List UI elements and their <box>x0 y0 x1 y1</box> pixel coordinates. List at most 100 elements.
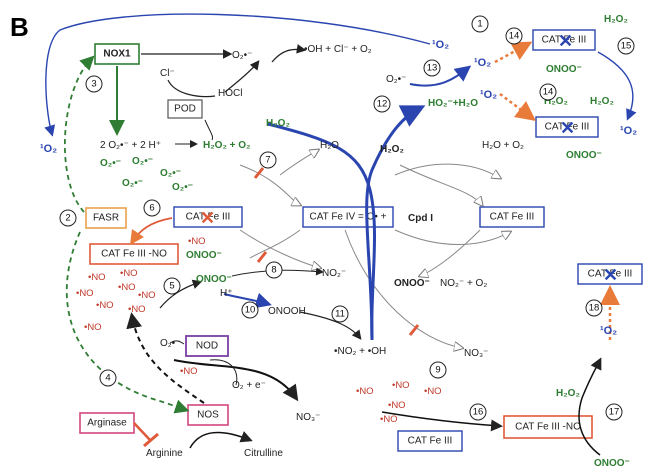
no-label-12: •NO <box>424 386 442 397</box>
no2-oh-label: •NO₂ + •OH <box>334 346 386 357</box>
cycle-arrow-6 <box>249 229 301 259</box>
nos-label: NOS <box>197 410 219 421</box>
cat-fe4-cpd-label: CAT Fe IV = O• + <box>309 212 386 223</box>
singlet-o2-left: ¹O₂ <box>40 143 57 155</box>
cycle-arrow-8 <box>394 229 510 245</box>
pod-box: POD <box>167 99 203 119</box>
orange-arrow-14-mid <box>499 93 536 121</box>
svg-text:17: 17 <box>609 407 620 418</box>
cat-fe3-no-bottom-box: CAT Fe III -NO <box>503 415 593 439</box>
cat-right-label: CAT Fe III <box>588 269 633 280</box>
h2o2-green-left: H₂O₂ <box>266 118 290 129</box>
svg-text:16: 16 <box>473 407 484 418</box>
onooh-label: ONOOH <box>268 306 306 317</box>
o2-radical-to-nod <box>169 340 185 345</box>
svg-text:18: 18 <box>589 303 600 314</box>
no-label-3: •NO <box>120 268 138 279</box>
h2o2-top-right: H₂O₂ <box>604 14 628 25</box>
cat-mid-label: CAT Fe III <box>545 122 590 133</box>
cycle-arrow-7 <box>420 229 481 276</box>
no-label-5: •NO <box>118 282 136 293</box>
svg-text:13: 13 <box>427 63 438 74</box>
nos-to-no-dashed-arrow <box>126 312 205 404</box>
cycle-arrow-5 <box>239 229 320 268</box>
orange-arrow-14-top <box>494 41 533 64</box>
nox1-label: NOX1 <box>103 49 131 60</box>
no-label-10: •NO <box>356 386 374 397</box>
arrow-17 <box>578 357 602 456</box>
step-13: 13 <box>423 59 441 77</box>
svg-text:14: 14 <box>543 87 554 98</box>
cat-a-inhibited-icon: ✕ <box>200 208 215 228</box>
no-label-1: •NO <box>188 236 206 247</box>
step-15: 15 <box>617 37 635 55</box>
superoxide-green-1: O₂•⁻ <box>100 158 121 169</box>
chloride-label: Cl⁻ <box>160 68 175 79</box>
o2-e-arrow <box>209 359 238 386</box>
cat-fe4-cpd-box: CAT Fe IV = O• + <box>302 206 394 228</box>
no-label-9: •NO <box>84 322 102 333</box>
inhibition-mark-7 <box>253 167 265 179</box>
ho2-h2o-label: HO₂⁻+H₂O <box>428 98 478 109</box>
svg-text:7: 7 <box>265 155 270 166</box>
no-label-nod: •NO <box>180 366 198 377</box>
inhibition-mark-8 <box>256 251 268 263</box>
no-label-13: •NO <box>388 400 406 411</box>
panel-label: B <box>10 12 29 42</box>
svg-text:9: 9 <box>435 365 440 376</box>
step-9: 9 <box>429 361 447 379</box>
h2o-label-1: H₂O <box>320 140 339 151</box>
onoo-label-1: ONOO⁻ <box>186 250 222 261</box>
step-8: 8 <box>265 261 283 279</box>
fasr-to-nox1-arrow <box>63 55 95 213</box>
cat-fe3-no-bottom-label: CAT Fe III -NO <box>515 422 581 433</box>
step-16: 16 <box>469 403 487 421</box>
step-1: 1 <box>471 15 489 33</box>
svg-text:14: 14 <box>509 31 520 42</box>
cat-fe3-box-a: CAT Fe III <box>173 206 243 228</box>
step-11: 11 <box>331 305 349 323</box>
singlet-o2-13: ¹O₂ <box>474 57 491 69</box>
cycle-arrow-9 <box>344 229 462 348</box>
pod-to-h2o2-arrow <box>204 119 213 141</box>
nos-box: NOS <box>187 404 229 426</box>
no-label-2: •NO <box>88 272 106 283</box>
h2o-o2-label: H₂O + O₂ <box>482 140 524 151</box>
blue-thick-pathway-12 <box>267 122 376 341</box>
step-5: 5 <box>163 277 181 295</box>
step-12: 12 <box>373 95 391 113</box>
superoxide-1: O₂•⁻ <box>232 50 252 61</box>
h2o2-o2-green: H₂O₂ + O₂ <box>203 140 251 151</box>
chloride-pod-arrow <box>167 79 216 98</box>
superoxide-13: O₂•⁻ <box>386 74 406 85</box>
h2o2-label-cpd: H₂O₂ <box>380 144 404 155</box>
no2-o2-label: NO₂⁻ + O₂ <box>440 278 487 289</box>
svg-text:12: 12 <box>377 99 388 110</box>
h2o2-bottom-right: H₂O₂ <box>556 388 580 399</box>
step-18: 18 <box>585 299 603 317</box>
fasr-box: FASR <box>85 207 127 229</box>
step-markers: 1 2 3 4 5 6 7 8 9 10 11 12 13 14 14 15 1… <box>59 15 635 421</box>
arginase-inhibition-bar <box>143 432 159 448</box>
cpd1-label: Cpd I <box>408 213 433 224</box>
superoxide-green-4: O₂•⁻ <box>122 178 143 189</box>
nox1-box: NOX1 <box>94 43 140 65</box>
step-7: 7 <box>259 151 277 169</box>
cat-fe3-no-label: CAT Fe III -NO <box>101 249 167 260</box>
onooh-decomposition-arrow-11 <box>299 311 362 340</box>
cat-fe3-no-box: CAT Fe III -NO <box>89 243 179 265</box>
onoo-mid-right: ONOO⁻ <box>566 150 602 161</box>
nod-box: NOD <box>185 335 229 357</box>
step-2: 2 <box>59 209 77 227</box>
blue-arrow-10 <box>223 292 272 309</box>
svg-text:8: 8 <box>271 265 276 276</box>
no-label-4: •NO <box>76 288 94 299</box>
cat-fe3-label-a: CAT Fe III <box>186 212 231 223</box>
nod-label: NOD <box>196 341 218 352</box>
svg-text:4: 4 <box>105 373 110 384</box>
hplus-label: H⁺ <box>220 288 233 299</box>
arginase-label: Arginase <box>87 418 127 429</box>
singlet-o2-15: ¹O₂ <box>620 125 637 137</box>
